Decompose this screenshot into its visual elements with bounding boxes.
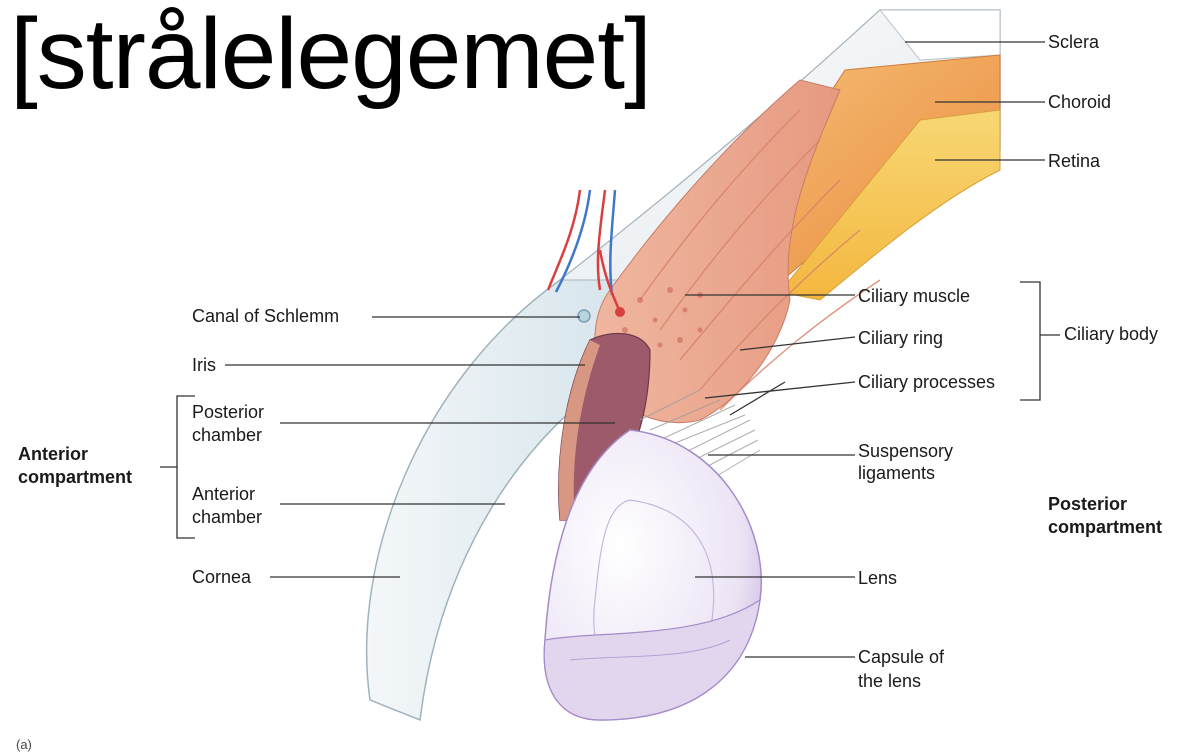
label-capsule-of-lens-line1: Capsule of: [858, 646, 944, 668]
label-ciliary-ring: Ciliary ring: [858, 327, 943, 349]
label-retina: Retina: [1048, 150, 1100, 172]
label-anterior-compartment-line1: Anterior: [18, 443, 88, 465]
label-cornea: Cornea: [192, 566, 251, 588]
label-canal-of-schlemm: Canal of Schlemm: [192, 305, 339, 327]
label-anterior-chamber-line1: Anterior: [192, 483, 255, 505]
label-posterior-compartment-line2: compartment: [1048, 516, 1162, 538]
label-anterior-compartment-line2: compartment: [18, 466, 132, 488]
label-ciliary-muscle: Ciliary muscle: [858, 285, 970, 307]
label-suspensory-ligaments-line1: Suspensory: [858, 440, 953, 462]
label-choroid: Choroid: [1048, 91, 1111, 113]
label-posterior-chamber-line1: Posterior: [192, 401, 264, 423]
label-iris: Iris: [192, 354, 216, 376]
label-suspensory-ligaments-line2: ligaments: [858, 462, 935, 484]
label-sclera: Sclera: [1048, 31, 1099, 53]
canal-of-schlemm-shape: [578, 310, 590, 322]
label-lens: Lens: [858, 567, 897, 589]
figure-marker: (a): [16, 734, 32, 756]
label-capsule-of-lens-line2: the lens: [858, 670, 921, 692]
vessel-end: [615, 307, 625, 317]
label-posterior-chamber-line2: chamber: [192, 424, 262, 446]
label-ciliary-processes: Ciliary processes: [858, 371, 995, 393]
page-title: [strålelegemet]: [10, 0, 651, 118]
label-anterior-chamber-line2: chamber: [192, 506, 262, 528]
label-posterior-compartment-line1: Posterior: [1048, 493, 1127, 515]
label-ciliary-body: Ciliary body: [1064, 323, 1158, 345]
